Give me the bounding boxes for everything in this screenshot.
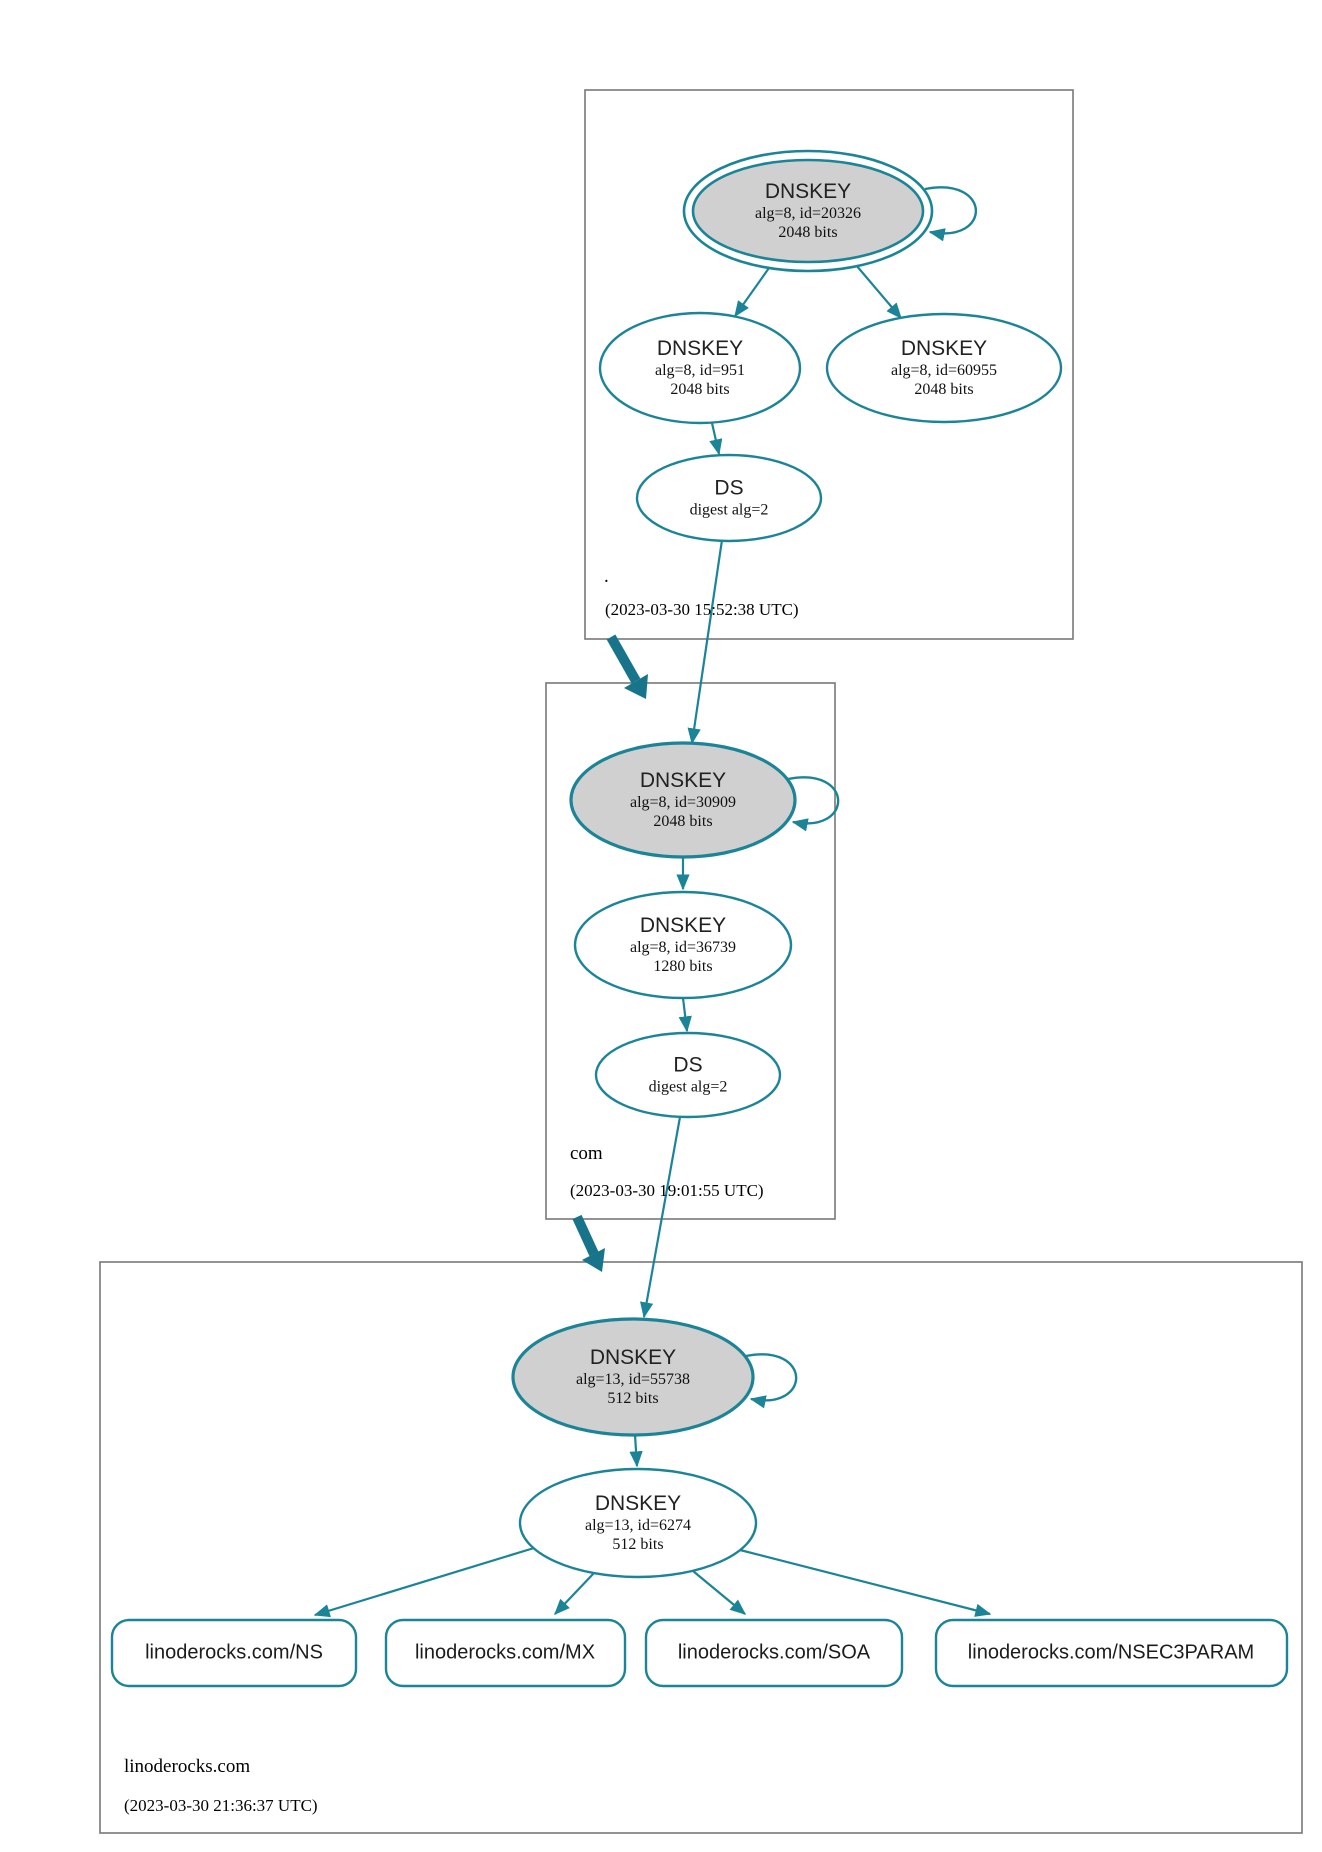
root-zsk2-node[interactable] [825,312,1063,424]
com-ksk-self-loop [787,776,840,832]
zone-root-timestamp: (2023-03-30 15:52:38 UTC) [605,600,799,619]
edge-lino-zsk-to-ns [313,1546,535,1618]
rrset-box-soa[interactable] [644,1618,904,1688]
edge-lino-ksk-to-zsk [629,1434,643,1468]
lino-zsk-node[interactable] [518,1467,758,1579]
edge-lino-zsk-to-nsec3param [739,1548,992,1617]
edge-com-ds-to-linoderocks-ksk [640,1116,682,1319]
root-ds-node[interactable] [635,453,823,543]
zone-linoderocks-timestamp: (2023-03-30 21:36:37 UTC) [124,1796,318,1815]
lino-ksk-node[interactable] [511,1317,755,1437]
zone-box-com [545,682,836,1220]
rrset-box-mx[interactable] [384,1618,627,1688]
zone-box-root [584,89,1074,640]
zone-com-name: com [570,1143,603,1164]
delegation-arrow-com-to-linoderocks [572,1214,605,1272]
root-ksk-node[interactable] [682,149,934,273]
edge-lino-zsk-to-soa [692,1570,747,1615]
rrset-box-nsec3param[interactable] [934,1618,1289,1688]
edge-root-ds-to-com-ksk [687,539,724,745]
zone-box-linoderocks [99,1261,1303,1834]
edge-root-ksk-to-zsk1 [734,267,770,318]
edge-lino-zsk-to-mx [554,1572,595,1615]
com-ksk-node[interactable] [569,741,797,859]
com-zsk-node[interactable] [573,890,793,1000]
edge-root-ksk-to-zsk2 [855,264,902,320]
lino-ksk-self-loop [745,1353,798,1409]
com-ds-node[interactable] [594,1031,782,1119]
zone-com-timestamp: (2023-03-30 19:01:55 UTC) [570,1181,764,1200]
zone-linoderocks-name: linoderocks.com [124,1756,251,1777]
root-zsk1-node[interactable] [598,311,802,425]
root-ksk-self-loop [924,186,977,242]
delegation-arrow-root-to-com [606,634,648,699]
edge-com-zsk-to-ds [678,997,692,1033]
edge-root-zsk1-to-ds [709,422,723,456]
rrset-box-ns[interactable] [110,1618,358,1688]
zone-root-name: . [604,566,609,587]
